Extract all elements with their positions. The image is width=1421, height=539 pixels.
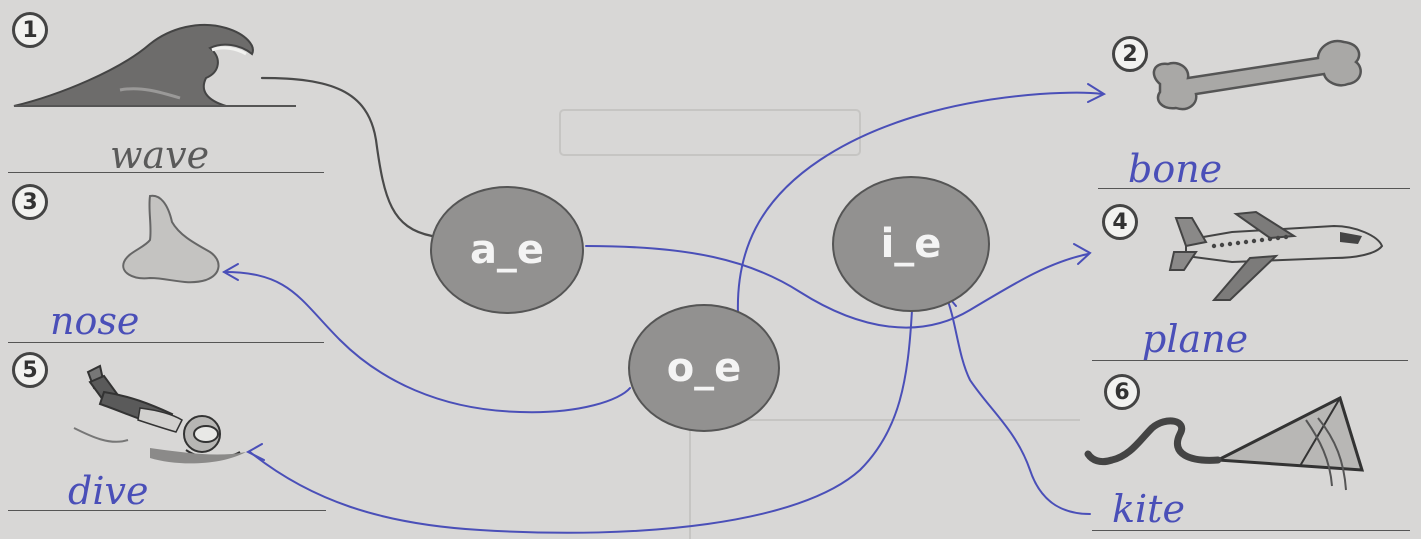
answer-word: bone xyxy=(1128,147,1223,191)
arrowhead-bone xyxy=(1087,83,1107,103)
item-number: 5 xyxy=(12,352,48,388)
arrowhead-nose xyxy=(221,263,239,281)
item-number: 2 xyxy=(1112,36,1148,72)
match-line-wave xyxy=(260,76,434,238)
pattern-bubble-a_e: a_e xyxy=(430,186,584,314)
match-line-nose xyxy=(223,271,631,414)
matching-lines xyxy=(223,76,1103,534)
nose-icon xyxy=(122,194,220,284)
match-line-plane xyxy=(585,245,1089,329)
item-number: 4 xyxy=(1102,204,1138,240)
match-line-bone xyxy=(736,91,1103,315)
answer-word: kite xyxy=(1112,487,1185,531)
arrowhead-dive xyxy=(245,443,265,461)
item-number: 1 xyxy=(12,12,48,48)
answer-word: plane xyxy=(1142,317,1249,361)
answer-word: dive xyxy=(68,469,149,513)
match-line-dive xyxy=(249,309,913,534)
match-line-kite xyxy=(945,295,1091,515)
faded-box xyxy=(559,109,861,156)
answer-word: wave xyxy=(110,133,210,177)
pattern-bubble-o_e: o_e xyxy=(628,304,780,432)
pattern-bubble-i_e: i_e xyxy=(832,176,990,312)
background-print xyxy=(559,109,1080,539)
answer-line xyxy=(8,342,324,343)
arrowhead-plane xyxy=(1073,243,1092,265)
diver-icon xyxy=(73,364,246,464)
wave-icon xyxy=(13,23,296,107)
answer-line xyxy=(1092,360,1408,361)
bone-icon xyxy=(1152,39,1362,111)
answer-line xyxy=(1098,188,1410,189)
item-number: 3 xyxy=(12,184,48,220)
kite-icon xyxy=(1084,395,1365,491)
plane-icon xyxy=(1168,210,1384,301)
answer-line xyxy=(8,172,324,173)
answer-line xyxy=(1092,530,1410,531)
answer-line xyxy=(8,510,326,511)
item-number: 6 xyxy=(1104,374,1140,410)
answer-word: nose xyxy=(50,299,140,343)
